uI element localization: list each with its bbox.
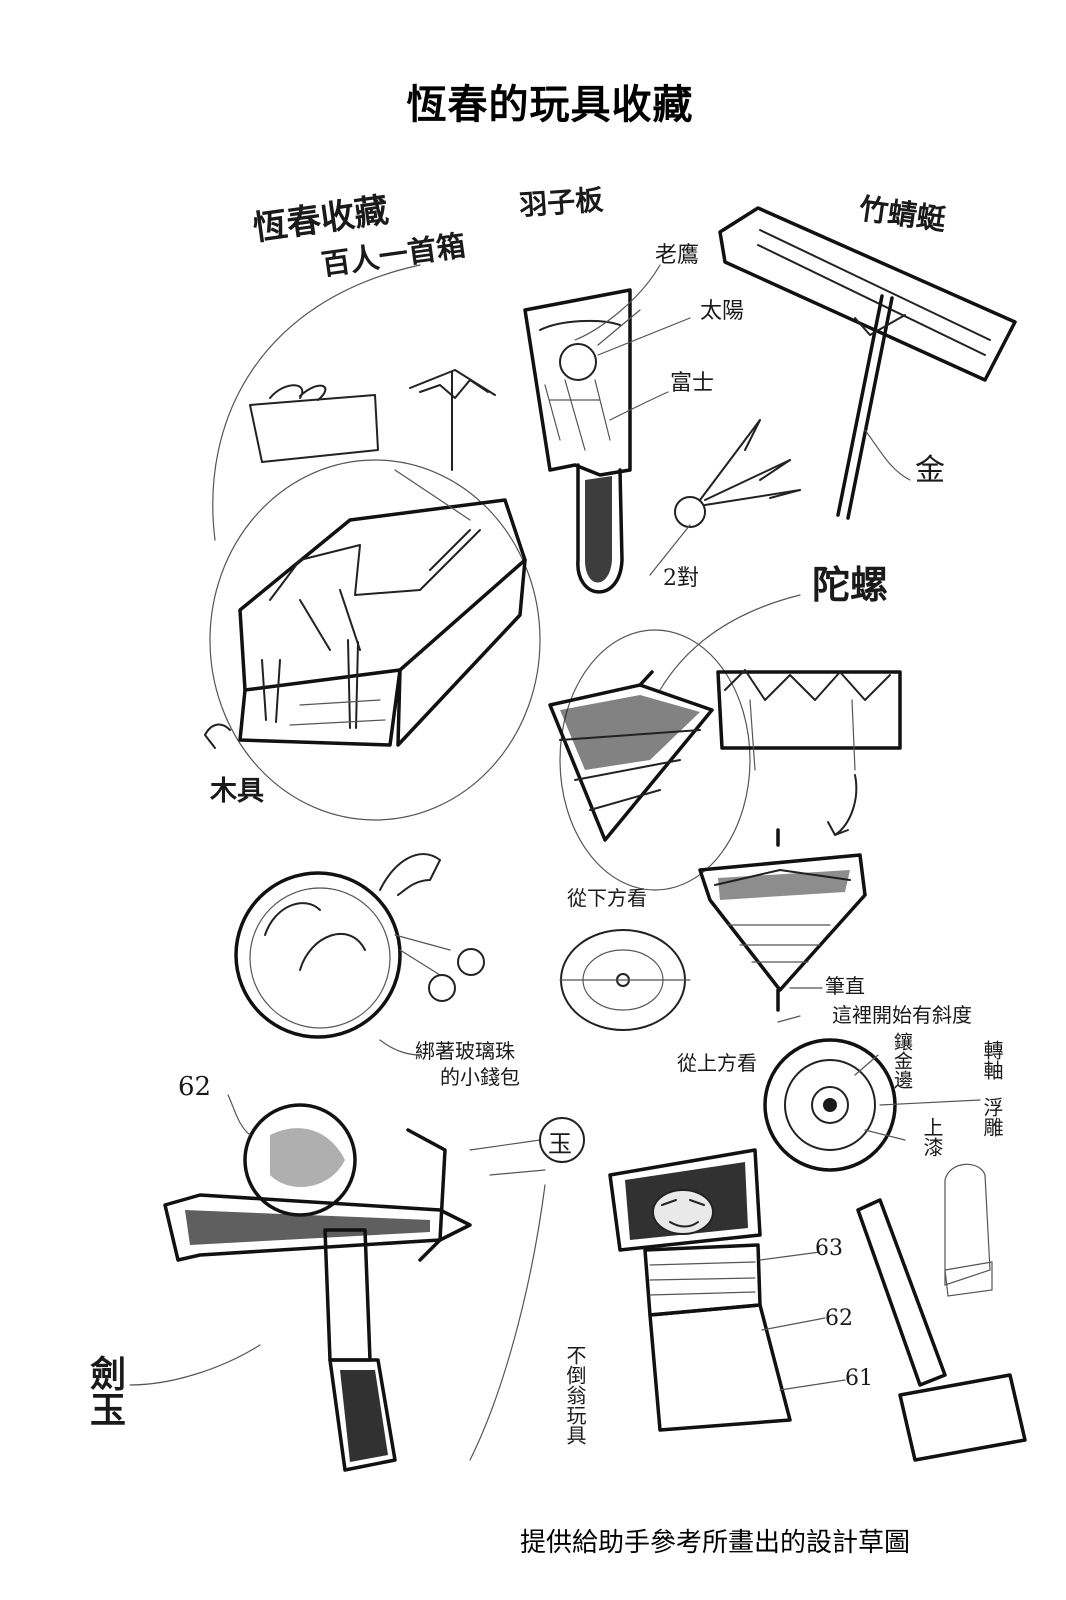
box-material-label: 木具: [209, 776, 264, 807]
hagoita-paddle-sketch: [523, 264, 801, 594]
straight-label: 筆直: [825, 974, 865, 998]
kendama-mark: 玉: [548, 1130, 572, 1158]
gold-edge-label: 鑲金邊: [891, 1032, 913, 1089]
kendama-number: 62: [178, 1072, 211, 1102]
dragonfly-mark: 金: [915, 453, 945, 488]
paddle-label: 羽子板: [518, 183, 604, 222]
daruma-toy-sketch: 63 62 61: [608, 1148, 1027, 1462]
axis-label: 轉軸: [980, 1040, 1004, 1080]
lacquer-label: 上漆: [920, 1117, 944, 1157]
relief-label: 浮雕: [980, 1097, 1004, 1137]
page-title: 恆春的玩具收藏: [406, 82, 694, 128]
shuttle-count-label: 2對: [663, 566, 699, 591]
daruma-number-63: 63: [815, 1236, 843, 1261]
top-label: 陀螺: [812, 562, 888, 607]
kendama-sketch: 玉 62: [129, 1072, 585, 1472]
poem-card-box-sketch: [204, 264, 541, 821]
dragonfly-label: 竹蜻蜓: [857, 191, 949, 237]
daruma-number-61: 61: [845, 1366, 873, 1391]
kendama-label: 劍玉: [84, 1355, 126, 1427]
purse-label-line2: 的小錢包: [440, 1065, 520, 1089]
box-title-label: 恆春收藏: [251, 190, 391, 249]
purse-label-line1: 綁著玻璃珠: [415, 1039, 515, 1063]
bamboo-dragonfly-sketch: 金: [718, 206, 1017, 520]
page-caption: 提供給助手參考所畫出的設計草圖: [520, 1528, 911, 1558]
eagle-label: 老鷹: [655, 243, 699, 268]
bead-purse-sketch: [234, 853, 485, 1056]
sun-label: 太陽: [700, 299, 744, 324]
daruma-number-62: 62: [825, 1306, 853, 1331]
fuji-label: 富士: [670, 371, 714, 396]
spinning-top-sketch: [548, 594, 981, 1172]
daruma-label: 不倒翁玩具: [563, 1345, 587, 1445]
view-bottom-label: 從下方看: [567, 886, 647, 910]
slope-label: 這裡開始有斜度: [832, 1003, 972, 1027]
view-top-label: 從上方看: [677, 1051, 757, 1075]
